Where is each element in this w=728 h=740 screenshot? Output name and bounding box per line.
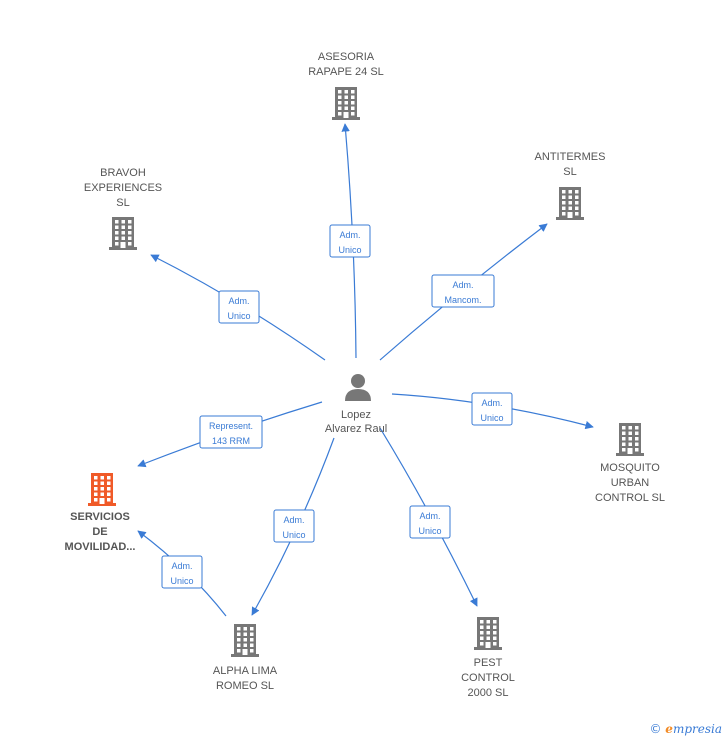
building-icon — [88, 473, 116, 506]
company-label: ANTITERMES — [535, 151, 606, 163]
relation-label-box — [199, 415, 263, 449]
company-label: CONTROL — [461, 672, 515, 684]
company-label: PEST — [474, 657, 503, 669]
company-label: ALPHA LIMA — [213, 665, 278, 677]
relation-label-box — [273, 509, 315, 543]
relation-label[interactable]: Adm. Unico — [273, 509, 315, 543]
brand-name: mpresia — [672, 722, 722, 736]
building-icon — [109, 217, 137, 250]
company-label: BRAVOH — [100, 167, 146, 179]
company-label: ROMEO SL — [216, 680, 274, 692]
relation-label-text: 143 RRM — [212, 436, 250, 446]
edge-labels: Adm.UnicoAdm.Mancom.Adm.UnicoAdm.UnicoRe… — [161, 224, 513, 589]
company-node-antitermes[interactable]: ANTITERMES SL — [535, 151, 606, 220]
company-node-alpha[interactable]: ALPHA LIMA ROMEO SL — [213, 624, 278, 692]
relation-label[interactable]: Adm. Unico — [329, 224, 371, 258]
relation-label[interactable]: Adm. Unico — [409, 505, 451, 539]
relation-label[interactable]: Adm. Unico — [218, 290, 260, 324]
building-icon — [616, 423, 644, 456]
relation-label[interactable]: Adm. Unico — [161, 555, 203, 589]
company-node-asesoria[interactable]: ASESORIA RAPAPE 24 SL — [308, 51, 384, 120]
company-node-servicios[interactable]: SERVICIOS DE MOVILIDAD... — [65, 473, 136, 553]
relation-label-text: Adm. — [452, 280, 473, 290]
building-icon — [332, 87, 360, 120]
relation-label-text: Adm. — [419, 511, 440, 521]
company-node-bravoh[interactable]: BRAVOH EXPERIENCES SL — [84, 167, 162, 250]
relation-label-text: Unico — [480, 413, 503, 423]
company-label: EXPERIENCES — [84, 182, 162, 194]
relation-label-box — [329, 224, 371, 258]
building-icon — [556, 187, 584, 220]
company-label: DE — [92, 526, 107, 538]
company-label: SERVICIOS — [70, 511, 130, 523]
edges — [137, 123, 594, 617]
relation-label-text: Adm. — [339, 230, 360, 240]
relation-label-text: Unico — [170, 576, 193, 586]
company-label: CONTROL SL — [595, 492, 665, 504]
relation-label-text: Adm. — [481, 398, 502, 408]
company-node-pest[interactable]: PEST CONTROL 2000 SL — [461, 617, 515, 699]
person-name: Alvarez Raul — [325, 423, 387, 435]
relation-label-text: Unico — [338, 245, 361, 255]
relation-label[interactable]: Adm. Mancom. — [431, 274, 495, 308]
relation-label-text: Represent. — [209, 421, 253, 431]
company-label: MOVILIDAD... — [65, 541, 136, 553]
company-label: URBAN — [611, 477, 650, 489]
relation-label-text: Unico — [418, 526, 441, 536]
relation-label[interactable]: Represent. 143 RRM — [199, 415, 263, 449]
brand-logo: © empresia — [649, 722, 722, 736]
building-icon — [474, 617, 502, 650]
relation-label[interactable]: Adm. Unico — [471, 392, 513, 426]
relation-label-box — [409, 505, 451, 539]
company-label: ASESORIA — [318, 51, 375, 63]
company-label: MOSQUITO — [600, 462, 660, 474]
relation-label-box — [431, 274, 495, 308]
person-icon — [345, 374, 371, 401]
nodes: ASESORIA RAPAPE 24 SL ANTITERMES SL BRAVOH EX… — [65, 51, 665, 699]
brand-initial: e — [665, 722, 673, 736]
relation-label-text: Adm. — [283, 515, 304, 525]
relation-label-text: Unico — [282, 530, 305, 540]
copyright-symbol: © — [649, 722, 662, 736]
relation-label-text: Mancom. — [444, 295, 481, 305]
relation-label-box — [471, 392, 513, 426]
company-label: SL — [116, 197, 129, 209]
relation-label-box — [161, 555, 203, 589]
company-label: SL — [563, 166, 576, 178]
relation-label-text: Adm. — [171, 561, 192, 571]
relation-label-text: Unico — [227, 311, 250, 321]
company-label: RAPAPE 24 SL — [308, 66, 384, 78]
relation-label-box — [218, 290, 260, 324]
company-label: 2000 SL — [468, 687, 509, 699]
company-node-mosquito[interactable]: MOSQUITO URBAN CONTROL SL — [595, 423, 665, 504]
relation-label-text: Adm. — [228, 296, 249, 306]
building-icon — [231, 624, 259, 657]
person-name: Lopez — [341, 409, 371, 421]
